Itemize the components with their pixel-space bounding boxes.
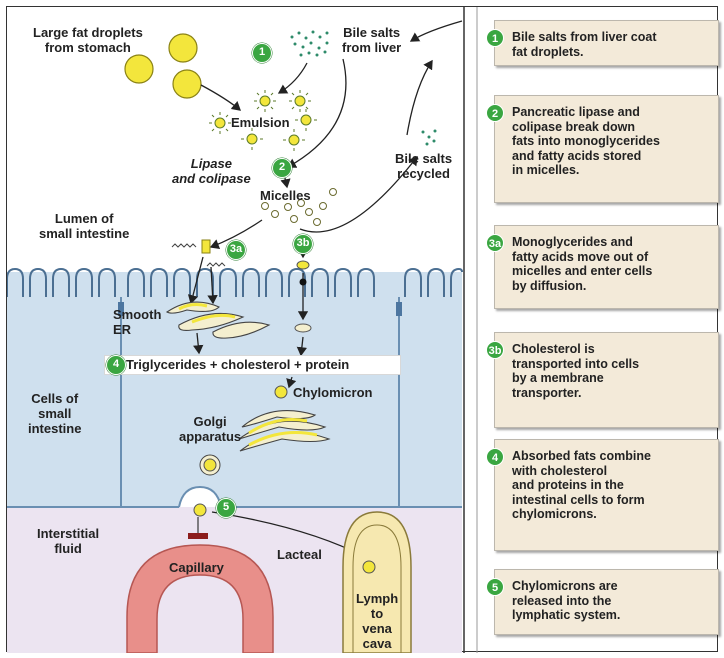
cells-label: Cells of small intestine	[28, 391, 81, 436]
step-badge: 3a	[486, 234, 504, 252]
lymph-label: Lymph to vena cava	[356, 591, 398, 651]
step-box-3b: 3b Cholesterol is transported into cells…	[494, 332, 719, 428]
step-badge: 3b	[486, 341, 504, 359]
step-text: Absorbed fats combine with cholesterol a…	[512, 449, 712, 522]
step-badge: 2	[486, 104, 504, 122]
chylomicron	[275, 386, 287, 398]
fat-droplet	[173, 70, 201, 98]
step-box-1: 1 Bile salts from liver coat fat droplet…	[494, 20, 719, 66]
step-text: Monoglycerides and fatty acids move out …	[512, 235, 712, 293]
lipase-label: Lipase and colipase	[172, 156, 251, 186]
golgi-label: Golgi apparatus	[179, 414, 241, 444]
lacteal-label: Lacteal	[277, 547, 322, 562]
step-text: Bile salts from liver coat fat droplets.	[512, 30, 712, 59]
marker-1: 1	[252, 43, 272, 63]
interstitial-label: Interstitial fluid	[37, 526, 99, 556]
smooth-er-label: Smooth ER	[113, 307, 161, 337]
lacteal-chylomicron	[363, 561, 375, 573]
cholesterol-vesicle	[295, 324, 311, 332]
marker-4: 4	[106, 355, 126, 375]
cholesterol-particle	[300, 279, 307, 286]
tight-junction-right	[396, 302, 402, 316]
marker-3b: 3b	[293, 234, 313, 254]
step-box-3a: 3a Monoglycerides and fatty acids move o…	[494, 225, 719, 309]
capillary-block-bar	[188, 533, 208, 539]
step-text: Pancreatic lipase and colipase break dow…	[512, 105, 712, 178]
step-box-2: 2 Pancreatic lipase and colipase break d…	[494, 95, 719, 203]
bile-recycled-label: Bile salts recycled	[395, 151, 452, 181]
capillary-label: Capillary	[169, 560, 224, 575]
vesicle-chylomicron	[204, 459, 216, 471]
bile-liver-label: Bile salts from liver	[342, 25, 401, 55]
monoglyceride-shape	[202, 240, 210, 253]
triglycerides-label: Triglycerides + cholesterol + protein	[126, 357, 349, 372]
marker-3a: 3a	[226, 240, 246, 260]
step-text: Chylomicrons are released into the lymph…	[512, 579, 712, 623]
lumen-label: Lumen of small intestine	[39, 211, 129, 241]
step-badge: 4	[486, 448, 504, 466]
released-chylomicron	[194, 504, 206, 516]
step-text: Cholesterol is transported into cells by…	[512, 342, 712, 400]
marker-2: 2	[272, 158, 292, 178]
step-badge: 5	[486, 578, 504, 596]
step-badge: 1	[486, 29, 504, 47]
cholesterol-transporter	[297, 261, 309, 269]
step-box-5: 5 Chylomicrons are released into the lym…	[494, 569, 719, 635]
fat-droplet	[125, 55, 153, 83]
large-fat-label: Large fat droplets from stomach	[33, 25, 143, 55]
figure-frame: Large fat droplets from stomach Bile sal…	[6, 6, 718, 652]
micelles-label: Micelles	[260, 188, 311, 203]
marker-5: 5	[216, 498, 236, 518]
step-box-4: 4 Absorbed fats combine with cholesterol…	[494, 439, 719, 551]
fat-droplet	[169, 34, 197, 62]
emulsion-label: Emulsion	[231, 115, 290, 130]
chylomicron-label: Chylomicron	[293, 385, 372, 400]
